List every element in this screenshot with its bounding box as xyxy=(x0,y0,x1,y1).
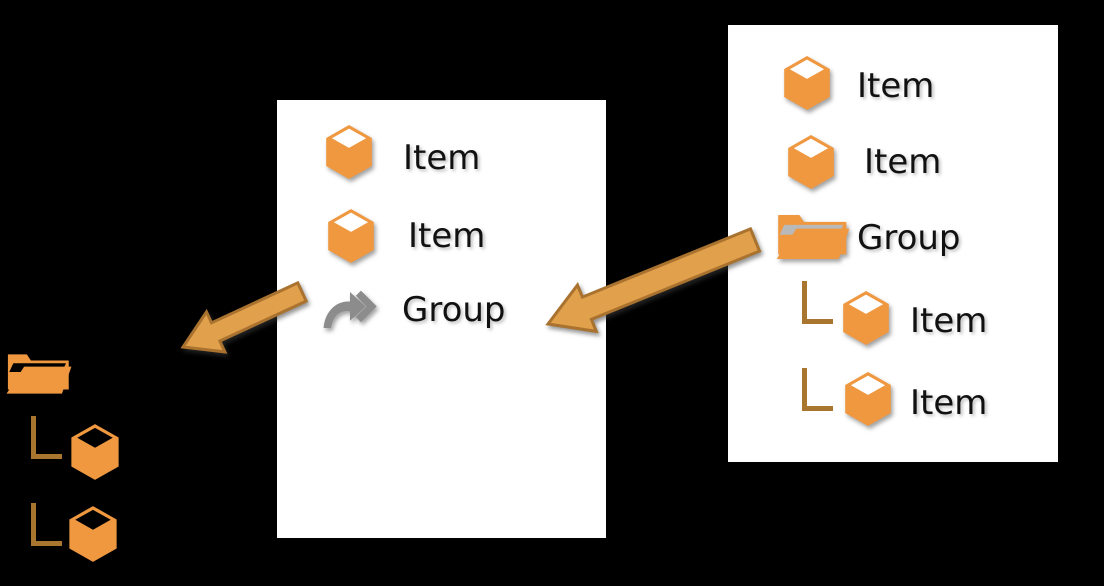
cube-icon xyxy=(784,56,830,110)
shortcut-arrow-icon xyxy=(319,286,381,334)
shortcut-panel: Item Item Group xyxy=(277,100,606,538)
folder-open-icon xyxy=(6,354,72,394)
item-label: Item xyxy=(857,66,935,106)
folder-open-icon xyxy=(776,215,850,259)
cube-icon xyxy=(328,209,374,263)
tree-branch-connector xyxy=(31,416,62,459)
tree-branch-connector xyxy=(802,281,833,324)
group-label: Group xyxy=(402,290,506,330)
source-panel: Item Item Group Item Item xyxy=(728,25,1058,462)
item-label: Item xyxy=(910,301,988,341)
cube-icon xyxy=(788,135,834,189)
item-label: Item xyxy=(408,216,486,256)
tree-branch-connector xyxy=(31,503,62,546)
tree-branch-connector xyxy=(802,368,833,411)
cube-icon xyxy=(69,506,117,562)
cube-icon xyxy=(845,372,891,426)
item-label: Item xyxy=(403,138,481,178)
cube-icon xyxy=(326,125,372,179)
group-label: Group xyxy=(857,218,961,258)
item-label: Item xyxy=(910,383,988,423)
cube-icon xyxy=(71,424,119,480)
cube-icon xyxy=(843,291,889,345)
item-label: Item xyxy=(864,142,942,182)
